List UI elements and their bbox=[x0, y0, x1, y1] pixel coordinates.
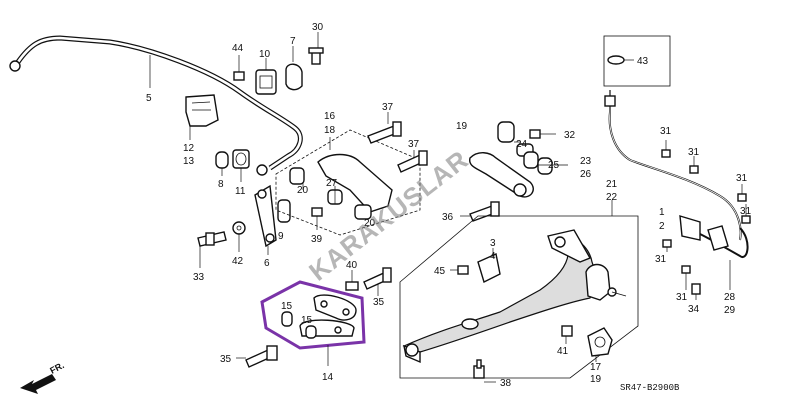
label-31-f: 31 bbox=[676, 292, 688, 303]
label-30: 30 bbox=[312, 22, 324, 33]
hardware-top bbox=[233, 32, 324, 95]
highlighted-link-14 bbox=[260, 280, 366, 366]
compensator-arm-19 bbox=[469, 121, 568, 198]
label-44: 44 bbox=[232, 43, 244, 54]
label-11: 11 bbox=[235, 186, 246, 197]
label-26: 26 bbox=[580, 169, 592, 180]
front-direction-label: FR. bbox=[48, 360, 65, 376]
label-21: 21 bbox=[606, 179, 618, 190]
part-number-labels: 5 44 10 7 30 12 13 8 11 16 18 37 37 19 2… bbox=[48, 22, 751, 393]
label-31-c: 31 bbox=[736, 173, 748, 184]
label-35-upper: 35 bbox=[373, 297, 385, 308]
label-31-e: 31 bbox=[655, 254, 667, 265]
stabilizer-bar bbox=[9, 35, 303, 176]
label-7: 7 bbox=[290, 36, 296, 47]
label-3: 3 bbox=[490, 238, 496, 249]
label-13: 13 bbox=[183, 156, 195, 167]
label-40: 40 bbox=[346, 260, 358, 271]
label-25: 25 bbox=[548, 160, 560, 171]
label-1: 1 bbox=[659, 207, 665, 218]
label-28: 28 bbox=[724, 292, 736, 303]
label-22: 22 bbox=[606, 192, 618, 203]
label-35-lower: 35 bbox=[220, 354, 232, 365]
label-34: 34 bbox=[688, 304, 700, 315]
label-31-a: 31 bbox=[660, 126, 672, 137]
label-38: 38 bbox=[500, 378, 512, 389]
label-20-a: 20 bbox=[297, 185, 309, 196]
label-12: 12 bbox=[183, 143, 195, 154]
label-32: 32 bbox=[564, 130, 576, 141]
label-33: 33 bbox=[193, 272, 205, 283]
label-27: 27 bbox=[326, 178, 338, 189]
bracket-3-4 bbox=[450, 248, 501, 283]
label-42: 42 bbox=[232, 256, 244, 267]
label-10: 10 bbox=[259, 49, 271, 60]
hub-hardware bbox=[473, 325, 613, 383]
label-17: 17 bbox=[590, 362, 602, 373]
label-37-upper: 37 bbox=[382, 102, 394, 113]
abs-sensor-harness bbox=[603, 35, 751, 300]
label-20-b: 20 bbox=[364, 218, 376, 229]
label-23: 23 bbox=[580, 156, 592, 167]
upper-arm-group bbox=[275, 129, 421, 236]
hardware-40-35 bbox=[345, 267, 392, 296]
label-41: 41 bbox=[557, 346, 569, 357]
bushings-8-11 bbox=[215, 149, 250, 182]
label-5: 5 bbox=[146, 93, 152, 104]
diagram-code: SR47-B2900B bbox=[620, 383, 680, 393]
label-4: 4 bbox=[490, 251, 496, 262]
label-29: 29 bbox=[724, 305, 736, 316]
label-37-lower: 37 bbox=[408, 139, 420, 150]
label-24: 24 bbox=[516, 139, 528, 150]
label-18: 18 bbox=[324, 125, 336, 136]
bar-bracket-12-13 bbox=[185, 94, 219, 140]
bolt-35-lower bbox=[236, 345, 278, 368]
bolt-36 bbox=[460, 201, 500, 222]
label-8: 8 bbox=[218, 179, 224, 190]
label-45: 45 bbox=[434, 266, 446, 277]
label-19: 19 bbox=[456, 121, 468, 132]
front-direction-arrow bbox=[20, 374, 56, 394]
label-19-b: 19 bbox=[590, 374, 602, 385]
label-36: 36 bbox=[442, 212, 454, 223]
label-43: 43 bbox=[637, 56, 649, 67]
bolts-37 bbox=[367, 112, 428, 173]
label-9: 9 bbox=[278, 231, 284, 242]
trailing-arm-group bbox=[399, 200, 639, 379]
label-6: 6 bbox=[264, 258, 270, 269]
label-16: 16 bbox=[324, 111, 336, 122]
label-2: 2 bbox=[659, 221, 665, 232]
label-15-a: 15 bbox=[281, 301, 293, 312]
stabilizer-link-6 bbox=[197, 184, 323, 268]
label-31-d: 31 bbox=[740, 206, 752, 217]
label-14: 14 bbox=[322, 372, 334, 383]
label-39: 39 bbox=[311, 234, 323, 245]
label-31-b: 31 bbox=[688, 147, 700, 158]
label-15-b: 15 bbox=[301, 315, 313, 326]
